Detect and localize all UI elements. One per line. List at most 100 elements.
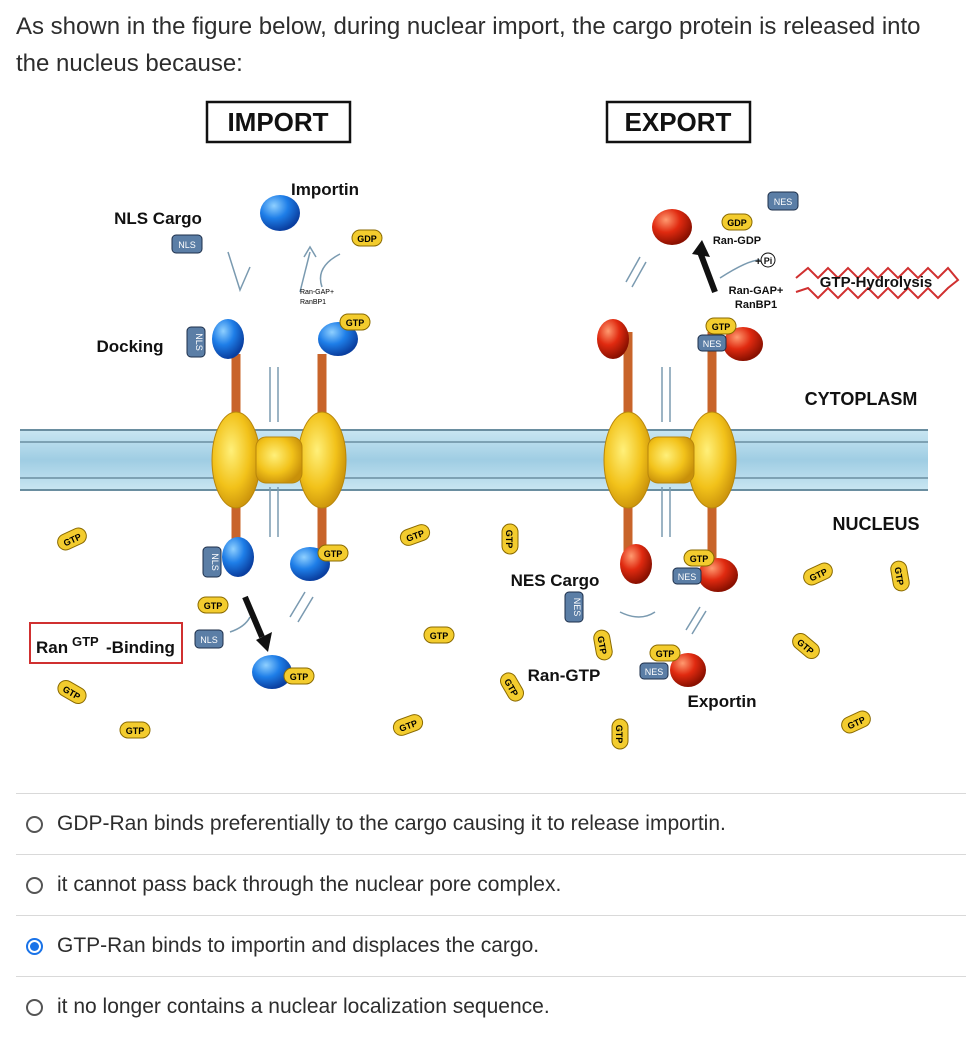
gtp-token-6: GTP bbox=[392, 714, 424, 736]
svg-text:GTP: GTP bbox=[614, 725, 624, 744]
ran-gap-export-line1: Ran-GAP+ bbox=[729, 285, 784, 297]
nes-cargo-label: NES Cargo bbox=[511, 571, 600, 590]
importin-nucleus bbox=[222, 537, 254, 577]
option-3-label: GTP-Ran binds to importin and displaces … bbox=[57, 934, 540, 957]
nes-tag-cyto: NES bbox=[697, 334, 727, 352]
nuclear-pore-export bbox=[603, 332, 737, 562]
svg-text:GTP: GTP bbox=[892, 566, 905, 586]
gtp-token-5: GTP bbox=[423, 626, 455, 644]
gtp-token-4: GTP bbox=[399, 524, 431, 546]
svg-text:NES: NES bbox=[703, 339, 722, 349]
svg-text:NES: NES bbox=[678, 572, 697, 582]
exportin-nucleus-complex bbox=[698, 558, 738, 592]
svg-text:GTP: GTP bbox=[72, 634, 99, 649]
gtp-badge-g: GTP bbox=[649, 644, 681, 662]
importin-label: Importin bbox=[291, 180, 359, 199]
nes-tag-loading: NES bbox=[639, 662, 669, 680]
export-title-box bbox=[605, 100, 752, 144]
nls-tag-nucleus: NLS bbox=[202, 546, 222, 578]
radio-option-1[interactable] bbox=[26, 815, 43, 833]
nes-tag-top: NES bbox=[767, 191, 799, 211]
exportin-nucleus-left bbox=[620, 544, 652, 584]
gtp-token-13: GTP bbox=[792, 633, 820, 659]
rangtp-binding-label: Ran GTP -Binding bbox=[29, 622, 183, 664]
import-title-box bbox=[205, 100, 352, 144]
nls-cargo-label: NLS Cargo bbox=[114, 209, 202, 228]
exportin-cyto-left bbox=[597, 319, 629, 359]
gtp-badge-d: GTP bbox=[683, 549, 715, 567]
radio-option-4[interactable] bbox=[26, 998, 43, 1016]
nes-tag-nucleus: NES bbox=[672, 567, 702, 585]
option-2-label: it cannot pass back through the nuclear … bbox=[57, 873, 562, 896]
nls-tag-released: NLS bbox=[194, 629, 224, 649]
ran-gap-import-line1: Ran-GAP+ bbox=[300, 289, 334, 296]
svg-text:-Binding: -Binding bbox=[106, 638, 175, 657]
gtp-token-2: GTP bbox=[57, 680, 87, 704]
gtp-badge-f: GTP bbox=[283, 667, 315, 685]
gtp-token-7: GTP bbox=[501, 523, 519, 555]
nls-tag-docking: NLS bbox=[186, 326, 206, 358]
svg-text:GTP: GTP bbox=[430, 631, 449, 641]
gtp-hydrolysis-label: GTP-Hydrolysis bbox=[795, 266, 960, 300]
svg-text:NLS: NLS bbox=[210, 553, 220, 571]
answer-options: GDP-Ran binds preferentially to the carg… bbox=[16, 793, 966, 1037]
gtp-badge-b: GTP bbox=[705, 317, 737, 335]
docking-label: Docking bbox=[96, 337, 163, 356]
gdp-badge-import: GDP bbox=[351, 229, 383, 247]
option-2[interactable]: it cannot pass back through the nuclear … bbox=[16, 854, 966, 915]
cytoplasm-label: CYTOPLASM bbox=[805, 389, 918, 409]
question-text: As shown in the figure below, during nuc… bbox=[16, 13, 921, 77]
svg-text:GTP: GTP bbox=[204, 601, 223, 611]
plus-sign: + bbox=[755, 256, 761, 268]
svg-text:GTP: GTP bbox=[690, 554, 709, 564]
ran-gap-export-line2: RanBP1 bbox=[735, 299, 777, 311]
option-1-label: GDP-Ran binds preferentially to the carg… bbox=[57, 812, 726, 835]
exportin-free bbox=[652, 209, 692, 245]
gtp-token-14: GTP bbox=[841, 710, 871, 734]
exportin-cyto-complex bbox=[723, 327, 763, 361]
svg-text:Ran: Ran bbox=[36, 638, 68, 657]
svg-text:GDP: GDP bbox=[357, 234, 377, 244]
importin-docked bbox=[212, 319, 244, 359]
nuclear-transport-figure: IMPORT EXPORT NLS NLS bbox=[0, 92, 972, 792]
svg-text:NES: NES bbox=[774, 197, 793, 207]
svg-text:GTP-Hydrolysis: GTP-Hydrolysis bbox=[820, 274, 933, 291]
gtp-token-10: GTP bbox=[611, 718, 629, 750]
gtp-token-3: GTP bbox=[119, 721, 151, 739]
ran-gdp-label: Ran-GDP bbox=[713, 235, 761, 247]
export-release-arrow bbox=[697, 250, 718, 294]
option-3[interactable]: GTP-Ran binds to importin and displaces … bbox=[16, 915, 966, 976]
gtp-token-8: GTP bbox=[500, 672, 524, 702]
svg-text:GTP: GTP bbox=[595, 635, 608, 655]
exportin-label: Exportin bbox=[688, 692, 757, 711]
transport-arrows bbox=[227, 245, 761, 635]
ran-gap-import-line2: RanBP1 bbox=[300, 299, 326, 306]
radio-option-3-selected[interactable] bbox=[26, 937, 43, 955]
gtp-token-1: GTP bbox=[57, 527, 87, 551]
import-title: IMPORT bbox=[227, 107, 328, 137]
svg-text:GTP: GTP bbox=[712, 322, 731, 332]
nuclear-pore-import bbox=[211, 354, 347, 562]
svg-text:GTP: GTP bbox=[656, 649, 675, 659]
ran-gtp-label: Ran-GTP bbox=[528, 666, 601, 685]
release-arrow bbox=[242, 595, 265, 639]
svg-text:GDP: GDP bbox=[727, 218, 747, 228]
svg-text:NES: NES bbox=[645, 667, 664, 677]
gtp-token-12: GTP bbox=[890, 560, 910, 592]
nuclear-membrane bbox=[20, 429, 928, 491]
export-title: EXPORT bbox=[625, 107, 732, 137]
gtp-token-9: GTP bbox=[593, 629, 613, 661]
svg-text:NLS: NLS bbox=[194, 333, 204, 351]
svg-text:GTP: GTP bbox=[346, 318, 365, 328]
nucleus-label: NUCLEUS bbox=[832, 514, 919, 534]
option-4-label: it no longer contains a nuclear localiza… bbox=[57, 995, 550, 1018]
gtp-badge-a: GTP bbox=[339, 313, 371, 331]
svg-text:NLS: NLS bbox=[178, 240, 196, 250]
radio-option-2[interactable] bbox=[26, 876, 43, 894]
pi-circle bbox=[760, 252, 776, 268]
option-1[interactable]: GDP-Ran binds preferentially to the carg… bbox=[16, 793, 966, 854]
svg-text:NES: NES bbox=[572, 598, 582, 617]
importin-free bbox=[260, 195, 300, 231]
nls-tag-cargo: NLS bbox=[171, 234, 203, 254]
option-4[interactable]: it no longer contains a nuclear localiza… bbox=[16, 976, 966, 1037]
